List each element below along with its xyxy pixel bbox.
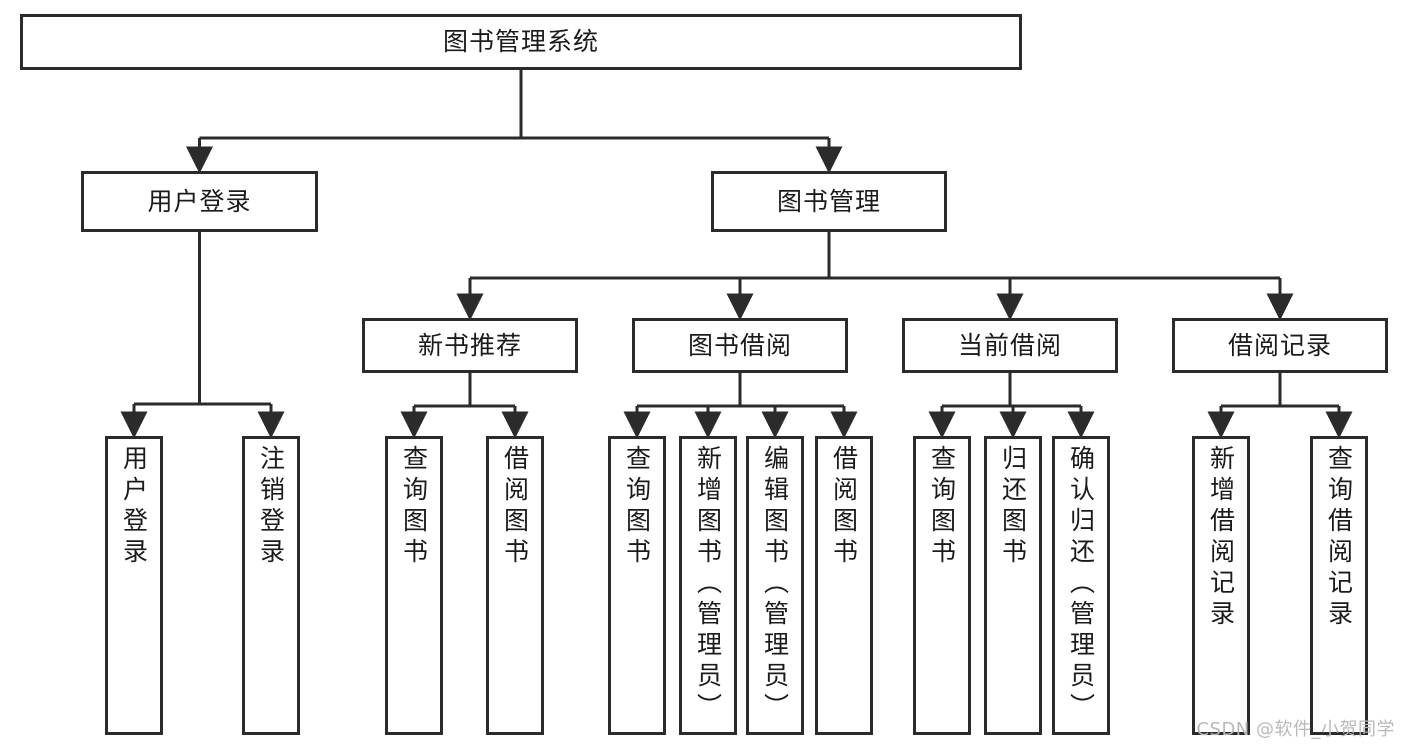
node-leaf_11[interactable]: 新增借阅记录: [1192, 436, 1250, 735]
node-label: 查询借阅记录: [1324, 445, 1354, 631]
node-label: 新增图书（管理员）: [693, 445, 723, 724]
node-label: 新增借阅记录: [1206, 445, 1236, 631]
node-label: 查询图书: [399, 445, 429, 569]
node-leaf_1[interactable]: 注销登录: [242, 436, 300, 735]
node-l3_3[interactable]: 借阅记录: [1172, 318, 1388, 373]
node-label: 归还图书: [998, 445, 1028, 569]
node-l2_1[interactable]: 图书管理: [711, 171, 947, 232]
node-l2_0[interactable]: 用户登录: [81, 171, 318, 232]
node-label: 编辑图书（管理员）: [760, 445, 790, 724]
node-label: 查询图书: [622, 445, 652, 569]
node-label: 用户登录: [119, 445, 149, 569]
node-label: 当前借阅: [957, 330, 1062, 360]
node-leaf_8[interactable]: 查询图书: [913, 436, 971, 735]
node-leaf_9[interactable]: 归还图书: [984, 436, 1042, 735]
node-leaf_10[interactable]: 确认归还（管理员）: [1052, 436, 1110, 735]
node-leaf_0[interactable]: 用户登录: [105, 436, 163, 735]
node-leaf_4[interactable]: 查询图书: [608, 436, 666, 735]
node-label: 确认归还（管理员）: [1066, 445, 1096, 724]
node-leaf_12[interactable]: 查询借阅记录: [1310, 436, 1368, 735]
node-label: 查询图书: [927, 445, 957, 569]
node-l3_1[interactable]: 图书借阅: [632, 318, 848, 373]
node-label: 用户登录: [147, 186, 252, 216]
node-root[interactable]: 图书管理系统: [20, 14, 1022, 70]
node-label: 图书管理系统: [442, 27, 599, 56]
node-leaf_2[interactable]: 查询图书: [385, 436, 443, 735]
node-leaf_7[interactable]: 借阅图书: [815, 436, 873, 735]
node-leaf_6[interactable]: 编辑图书（管理员）: [746, 436, 804, 735]
node-l3_2[interactable]: 当前借阅: [902, 318, 1118, 373]
node-l3_0[interactable]: 新书推荐: [362, 318, 578, 373]
node-label: 图书借阅: [687, 330, 792, 360]
node-label: 借阅记录: [1227, 330, 1332, 360]
node-label: 新书推荐: [417, 330, 522, 360]
node-leaf_3[interactable]: 借阅图书: [486, 436, 544, 735]
node-label: 借阅图书: [829, 445, 859, 569]
node-label: 图书管理: [776, 186, 881, 216]
node-leaf_5[interactable]: 新增图书（管理员）: [679, 436, 737, 735]
node-label: 注销登录: [256, 445, 286, 569]
node-label: 借阅图书: [500, 445, 530, 569]
